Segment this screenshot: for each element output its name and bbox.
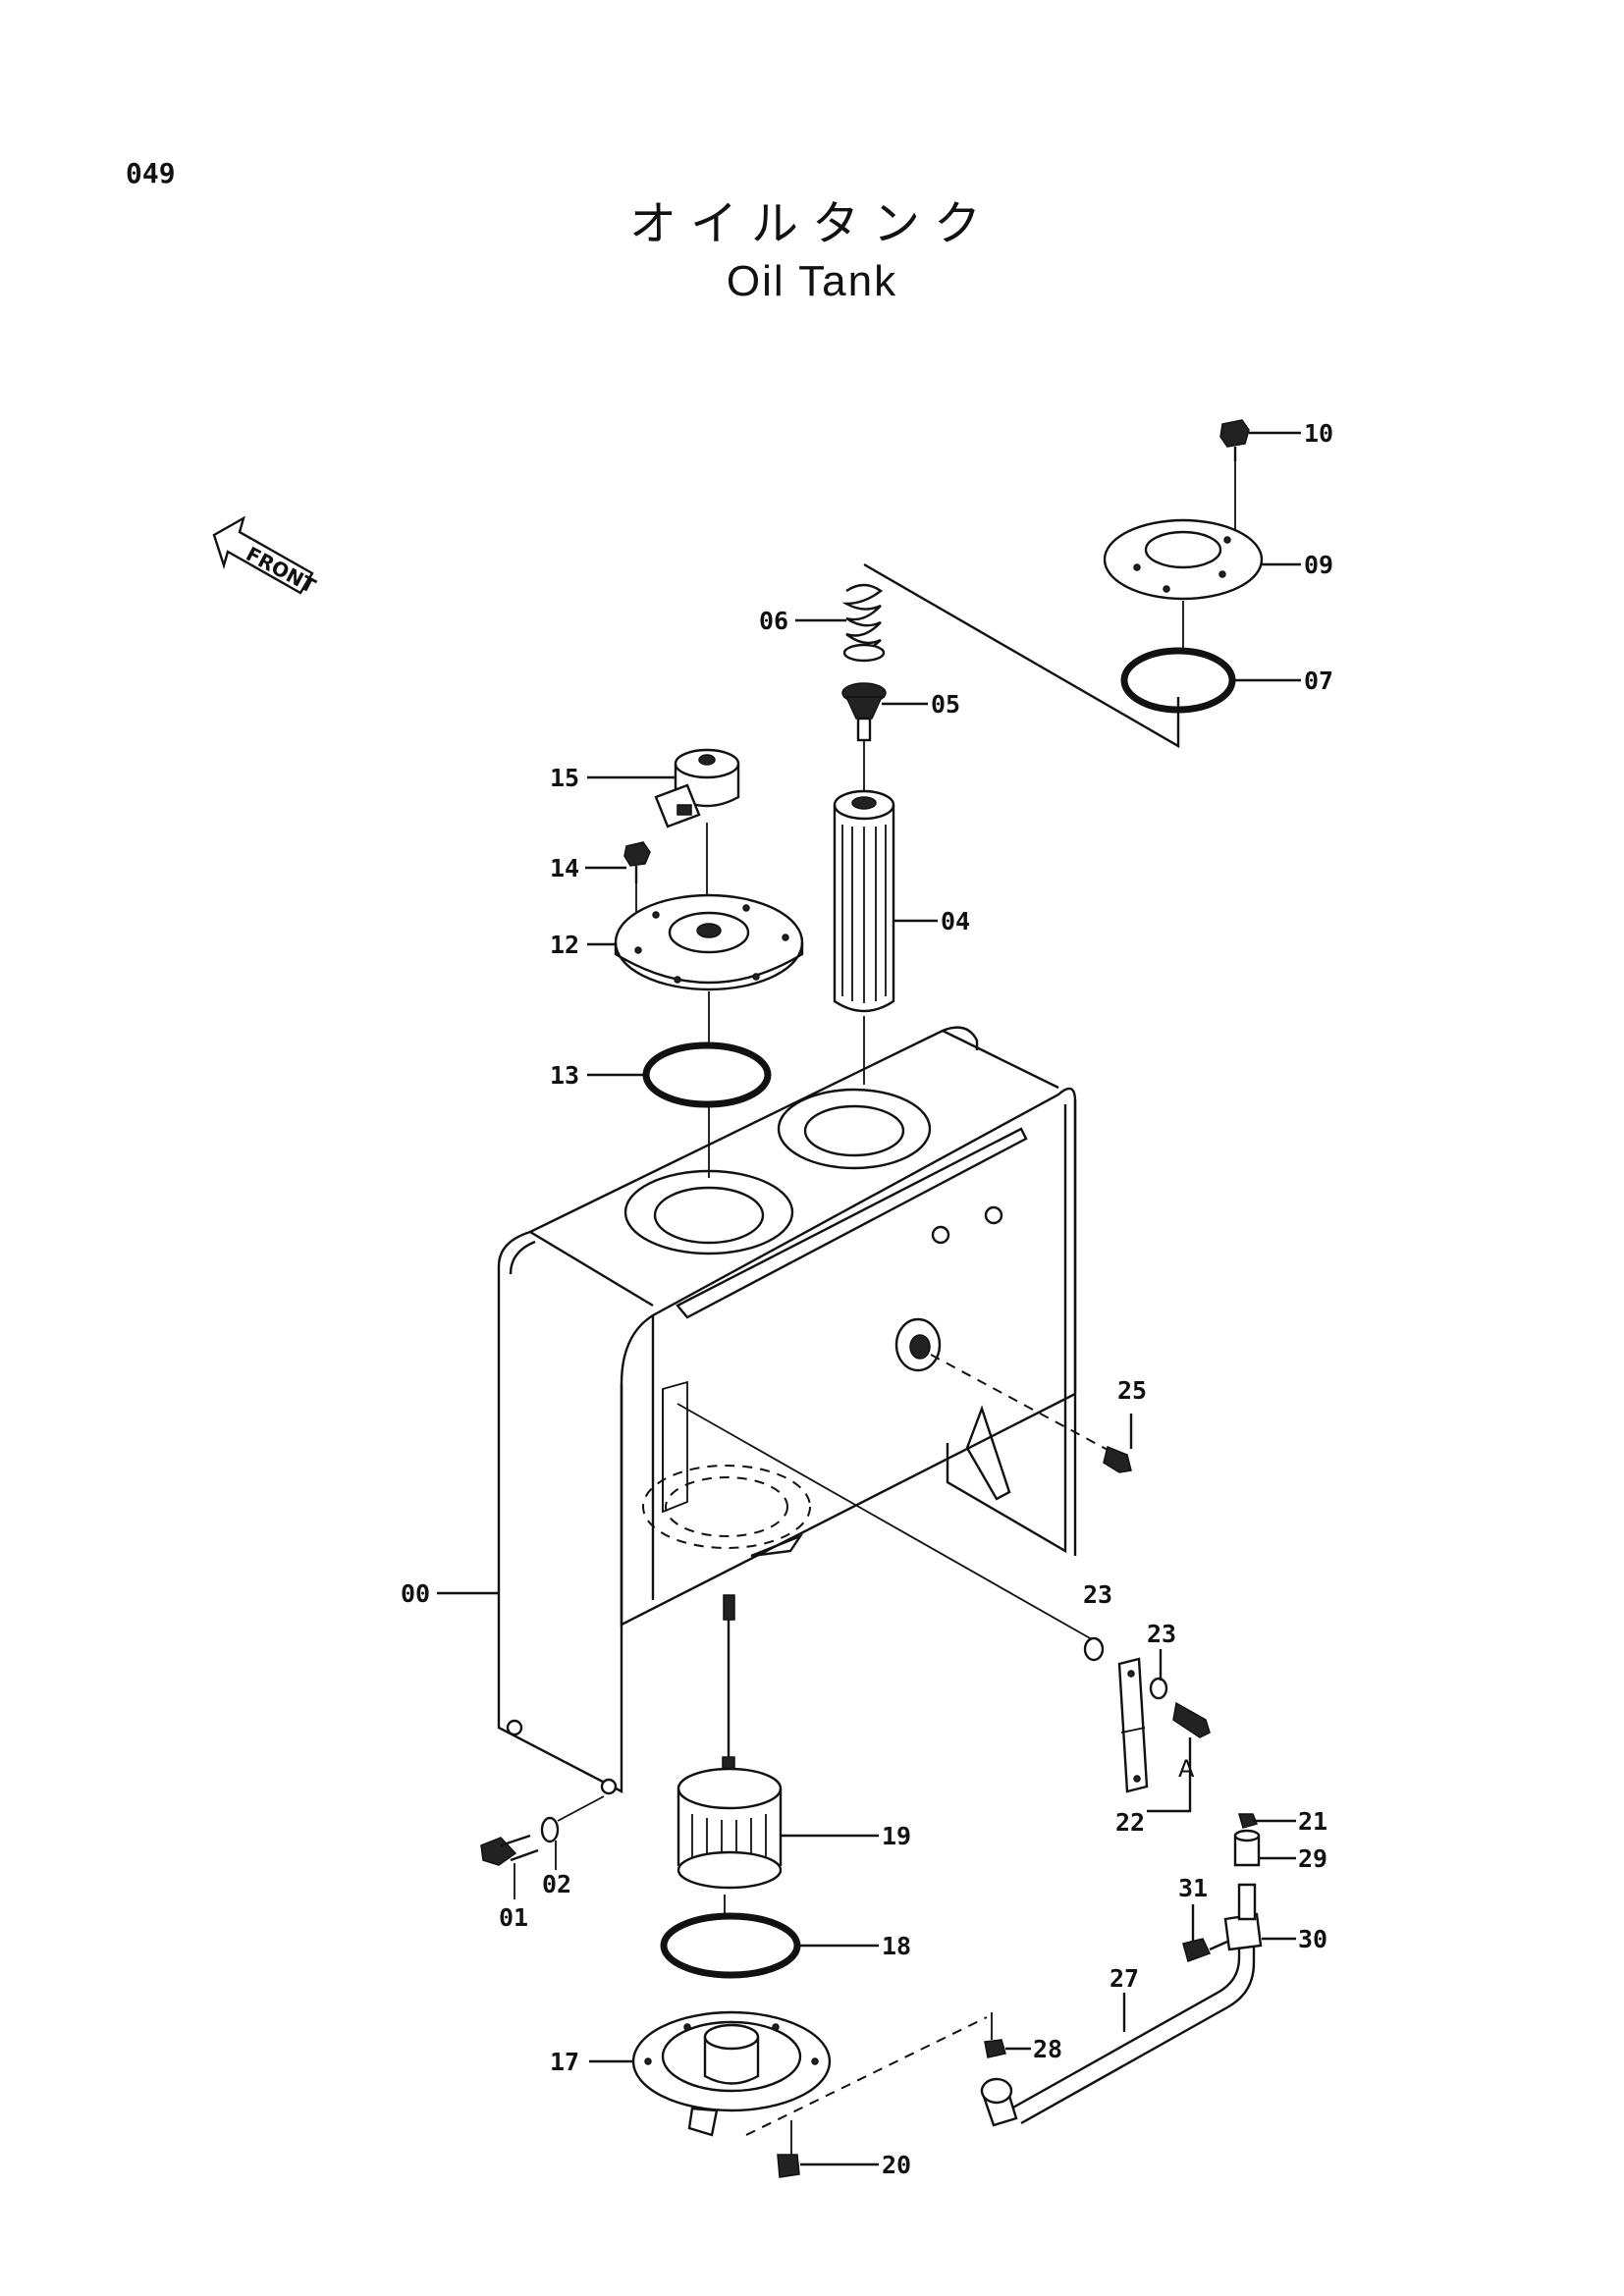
callout-14: 14 — [550, 854, 579, 882]
callout-21: 21 — [1298, 1807, 1327, 1836]
tank-opening-left — [623, 1169, 794, 1255]
spring-06 — [841, 583, 886, 663]
pipe-27 — [980, 1939, 1256, 2127]
callout-27: 27 — [1110, 1964, 1139, 1993]
callout-25: 25 — [1117, 1376, 1147, 1405]
o-ring-18 — [660, 1912, 801, 1979]
callout-06: 06 — [759, 607, 788, 635]
title-english: Oil Tank — [726, 257, 898, 305]
callout-01: 01 — [499, 1903, 528, 1932]
callout-15: 15 — [550, 764, 579, 792]
strainer-19 — [677, 1594, 783, 1890]
cover-plate-12 — [614, 893, 804, 1042]
callout-19: 19 — [882, 1822, 911, 1850]
callout-A: A — [1178, 1755, 1195, 1783]
cover-plate-09 — [1103, 518, 1264, 648]
bolt-01 — [480, 1834, 539, 1899]
bolt-14 — [623, 841, 651, 937]
plug-28 — [984, 2012, 1006, 2058]
elbow-30 — [1223, 1883, 1263, 1951]
title-japanese: オイルタンク — [628, 196, 995, 251]
callout-20: 20 — [882, 2151, 911, 2179]
washer-23-upper — [677, 1403, 1105, 1662]
callout-10: 10 — [1304, 419, 1333, 448]
callout-29: 29 — [1298, 1844, 1327, 1873]
oil-tank-body — [497, 1026, 1077, 1795]
callout-labels: 10 09 07 06 05 04 15 14 12 13 25 00 23 2… — [401, 419, 1333, 2179]
callout-18: 18 — [882, 1932, 911, 1960]
front-arrow-icon: FRONT — [212, 515, 320, 598]
callout-05: 05 — [931, 690, 960, 719]
leader-lines — [437, 431, 1301, 2166]
bolt-10 — [1219, 419, 1250, 560]
callout-13: 13 — [550, 1061, 579, 1090]
valve-05 — [841, 682, 887, 793]
callout-07: 07 — [1304, 667, 1333, 695]
assembly-line — [863, 562, 1180, 749]
plate-22 — [1117, 1657, 1149, 1793]
callout-17: 17 — [550, 2048, 579, 2076]
callout-23-upper: 23 — [1083, 1580, 1112, 1609]
callout-30: 30 — [1298, 1925, 1327, 1953]
tank-opening-right — [777, 1088, 932, 1170]
callout-31: 31 — [1178, 1874, 1208, 1902]
bolt-31 — [1182, 1938, 1228, 1962]
page-number: 049 — [126, 157, 176, 189]
callout-28: 28 — [1033, 2035, 1062, 2063]
callout-04: 04 — [941, 907, 970, 935]
bottom-cover-17 — [631, 1895, 832, 2137]
o-ring-13 — [642, 1041, 772, 1178]
washer-23-lower — [1149, 1677, 1168, 1700]
nut-21 — [1238, 1813, 1259, 1829]
callout-12: 12 — [550, 931, 579, 959]
connector-29 — [1233, 1829, 1261, 1867]
callout-23-lower: 23 — [1147, 1620, 1176, 1648]
filter-element-04 — [833, 789, 895, 1085]
callout-02: 02 — [542, 1870, 571, 1898]
plug-25 — [930, 1354, 1133, 1473]
callout-00: 00 — [401, 1579, 430, 1608]
plug-20 — [745, 2016, 988, 2178]
bolt-A — [1147, 1701, 1211, 1813]
filler-cap-15 — [654, 748, 740, 913]
callout-09: 09 — [1304, 551, 1333, 579]
callout-22: 22 — [1115, 1808, 1145, 1837]
washer-02 — [540, 1795, 605, 1870]
